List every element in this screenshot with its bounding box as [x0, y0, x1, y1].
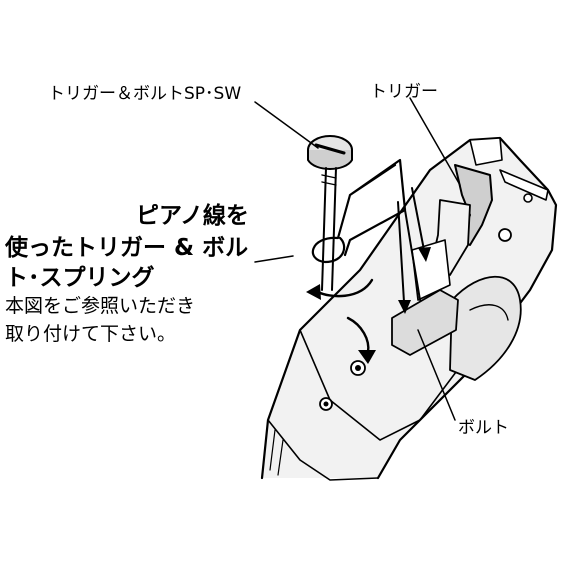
right-rail-2: [469, 137, 503, 166]
screw-hole: [523, 193, 533, 203]
receiver-left-lines: [269, 429, 284, 476]
spring-callout-label: トリガー＆ボルトSP･SW: [48, 84, 242, 104]
screw-hole: [323, 401, 329, 407]
assembly-arrow: [411, 187, 425, 251]
bolt-callout-label: ボルト: [458, 418, 509, 438]
down-arrow: [346, 316, 370, 354]
note-line-5: 取り付けて下さい。: [5, 323, 177, 345]
trigger-part: [454, 164, 493, 246]
grip-body: [449, 275, 522, 381]
assembly-arrow-head: [418, 247, 431, 262]
right-rail: [499, 169, 549, 201]
screw-shaft: [321, 167, 337, 291]
screw-slot: [314, 143, 346, 155]
leader-line-spring: [254, 101, 319, 149]
screw-hole: [498, 228, 512, 242]
note-line-3: ト･スプリング: [5, 265, 155, 291]
note-line-4: 本図をご参照いただき: [5, 295, 196, 317]
assembly-arrow: [397, 201, 405, 303]
down-arrow-head: [358, 350, 376, 364]
note-line-1: ピアノ線を: [136, 203, 249, 229]
screw-hole: [355, 365, 361, 371]
leader-line-note: [254, 255, 294, 263]
screw-head-side: [307, 149, 353, 170]
note-line-2: 使ったトリガー & ボル: [5, 235, 249, 261]
bolt-slot: [411, 239, 451, 301]
receiver-bottom-edge: [267, 419, 379, 481]
grip-fold: [469, 304, 509, 321]
leader-line-bolt: [417, 329, 456, 421]
piano-wire-leg: [404, 209, 421, 301]
leader-line-trigger: [409, 97, 461, 186]
curved-arrow: [316, 278, 374, 298]
screw-thread: [321, 174, 337, 186]
trigger-callout-label: トリガー: [370, 82, 438, 102]
curved-arrow-head: [306, 284, 321, 300]
assembly-arrow-head: [398, 300, 411, 314]
